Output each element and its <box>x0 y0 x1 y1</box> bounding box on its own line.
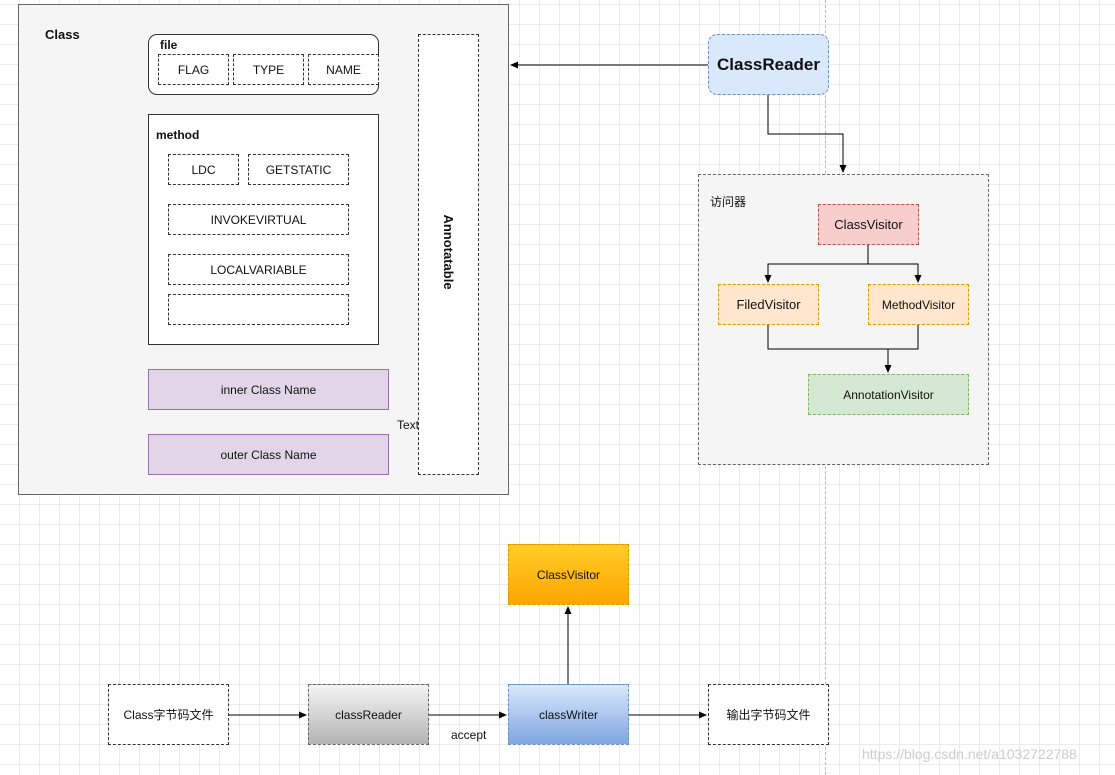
method-instr-ldc[interactable]: LDC <box>168 154 239 185</box>
file-label: file <box>160 38 178 52</box>
file-field-type[interactable]: TYPE <box>233 54 304 85</box>
annotation-visitor-node[interactable]: AnnotationVisitor <box>808 374 969 415</box>
method-instr-localvariable[interactable]: LOCALVARIABLE <box>168 254 349 285</box>
accept-label: accept <box>451 728 487 742</box>
watermark: https://blog.csdn.net/a1032722788 <box>862 746 1077 762</box>
flow-class-reader[interactable]: classReader <box>308 684 429 745</box>
method-instr-empty[interactable] <box>168 294 349 325</box>
method-instr-getstatic[interactable]: GETSTATIC <box>248 154 349 185</box>
text-label: Text <box>397 418 420 432</box>
class-title: Class <box>45 27 80 42</box>
method-label: method <box>156 128 200 142</box>
filed-visitor-node[interactable]: FiledVisitor <box>718 284 819 325</box>
line-filed-to-annotation <box>767 325 888 350</box>
arrow-classvisitor-to-filed <box>764 245 869 283</box>
method-instr-invokevirtual[interactable]: INVOKEVIRTUAL <box>168 204 349 235</box>
flow-class-visitor[interactable]: ClassVisitor <box>508 544 629 605</box>
inner-class-name[interactable]: inner Class Name <box>148 369 389 410</box>
arrow-reader-to-visitors <box>767 95 847 173</box>
outer-class-name[interactable]: outer Class Name <box>148 434 389 475</box>
file-field-flag[interactable]: FLAG <box>158 54 229 85</box>
class-reader-node[interactable]: ClassReader <box>708 34 829 95</box>
flow-class-writer[interactable]: classWriter <box>508 684 629 745</box>
method-visitor-node[interactable]: MethodVisitor <box>868 284 969 325</box>
arrow-classvisitor-to-method <box>867 245 922 283</box>
flow-output-file[interactable]: 输出字节码文件 <box>708 684 829 745</box>
arrow-method-to-annotation <box>884 325 919 373</box>
file-field-name[interactable]: NAME <box>308 54 379 85</box>
flow-class-file[interactable]: Class字节码文件 <box>108 684 229 745</box>
visitors-title: 访问器 <box>710 195 747 209</box>
class-visitor-node[interactable]: ClassVisitor <box>818 204 919 245</box>
annotatable-box[interactable] <box>418 34 479 475</box>
